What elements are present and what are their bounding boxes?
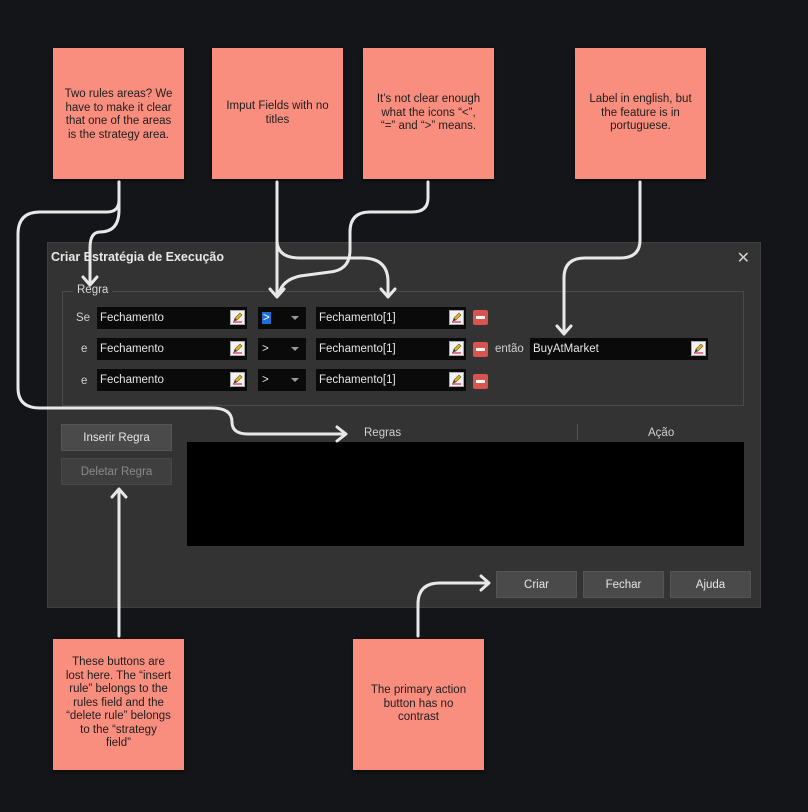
row-prefix: Se <box>76 312 91 324</box>
insert-rule-button[interactable]: Inserir Regra <box>61 424 172 451</box>
sticky-note-icons-unclear: It’s not clear enough what the icons “<”… <box>363 48 494 179</box>
edit-pencil-icon[interactable] <box>230 372 245 387</box>
right-operand-value: Fechamento[1] <box>319 312 396 324</box>
rule-group-label: Regra <box>73 284 113 296</box>
remove-rule-icon[interactable] <box>473 374 488 389</box>
note-line: button has no <box>383 697 454 710</box>
sticky-note-primary-contrast: The primary action button has no contras… <box>353 639 484 770</box>
right-operand-value: Fechamento[1] <box>319 374 396 386</box>
remove-rule-icon[interactable] <box>473 342 488 357</box>
edit-pencil-icon[interactable] <box>230 310 245 325</box>
right-operand-value: Fechamento[1] <box>319 343 396 355</box>
note-line: rules field and the <box>73 696 164 709</box>
left-operand-value: Fechamento <box>100 312 164 324</box>
rules-column-header[interactable]: Regras <box>364 427 402 439</box>
note-line: Imput Fields with no <box>226 100 329 112</box>
edit-pencil-icon[interactable] <box>230 341 245 356</box>
right-operand-field[interactable]: Fechamento[1] <box>316 338 466 360</box>
edit-pencil-icon[interactable] <box>691 341 706 356</box>
then-label: então <box>495 343 524 355</box>
note-line: “=” and “>” means. <box>380 120 477 132</box>
help-button[interactable]: Ajuda <box>670 571 751 598</box>
create-button[interactable]: Criar <box>496 571 577 598</box>
note-line: rule” belongs to the <box>69 683 168 695</box>
right-operand-field[interactable]: Fechamento[1] <box>316 369 466 391</box>
note-line: titles <box>265 113 290 126</box>
left-operand-value: Fechamento <box>100 343 164 355</box>
column-divider <box>577 424 578 440</box>
operator-value: > <box>262 343 269 355</box>
close-button[interactable]: Fechar <box>583 571 664 598</box>
sticky-note-two-rules-areas: Two rules areas? We have to make it clea… <box>53 48 184 179</box>
edit-pencil-icon[interactable] <box>449 341 464 356</box>
note-line: Label in english, but <box>589 93 692 105</box>
note-line: what the icons “<”, <box>381 106 476 119</box>
row-prefix: e <box>81 343 88 355</box>
operator-value: > <box>262 374 269 386</box>
chevron-down-icon <box>291 347 299 351</box>
note-line: “delete rule” belongs <box>66 710 171 722</box>
note-line: field” <box>106 737 131 749</box>
strategy-dialog: Criar Estratégia de Execução ✕ Regra Se … <box>47 242 761 608</box>
left-operand-value: Fechamento <box>100 374 164 386</box>
note-line: Two rules areas? We <box>64 88 173 100</box>
operator-select[interactable]: > <box>258 338 306 360</box>
chevron-down-icon <box>291 316 299 320</box>
dialog-title: Criar Estratégia de Execução <box>51 250 224 264</box>
note-line: is the strategy area. <box>68 128 169 141</box>
remove-rule-icon[interactable] <box>473 310 488 325</box>
operator-select[interactable]: > <box>258 369 306 391</box>
left-operand-field[interactable]: Fechamento <box>97 338 247 360</box>
sticky-note-label-english: Label in english, but the feature is in … <box>575 48 706 179</box>
note-line: contrast <box>398 711 439 723</box>
action-field[interactable]: BuyAtMarket <box>530 338 708 360</box>
left-operand-field[interactable]: Fechamento <box>97 369 247 391</box>
note-line: These buttons are <box>72 656 165 668</box>
action-value: BuyAtMarket <box>533 343 599 355</box>
delete-rule-button[interactable]: Deletar Regra <box>61 458 172 485</box>
rules-list[interactable] <box>187 442 744 546</box>
sticky-note-imput-fields: Imput Fields with no titles <box>212 48 343 179</box>
chevron-down-icon <box>291 378 299 382</box>
action-column-header[interactable]: Ação <box>648 427 675 439</box>
operator-value: > <box>262 312 271 324</box>
edit-pencil-icon[interactable] <box>449 372 464 387</box>
row-prefix: e <box>81 375 88 387</box>
note-line: that one of the areas <box>65 115 172 127</box>
close-icon[interactable]: ✕ <box>736 250 750 267</box>
left-operand-field[interactable]: Fechamento <box>97 307 247 329</box>
right-operand-field[interactable]: Fechamento[1] <box>316 307 466 329</box>
note-line: lost here. The “insert <box>65 669 172 682</box>
note-line: portuguese. <box>610 120 671 132</box>
sticky-note-buttons-lost: These buttons are lost here. The “insert… <box>53 639 184 770</box>
operator-select[interactable]: > <box>258 307 306 329</box>
note-line: the feature is in <box>601 106 680 119</box>
note-line: to the “strategy <box>80 723 157 736</box>
note-line: It’s not clear enough <box>376 93 481 105</box>
note-line: have to make it clear <box>65 101 172 114</box>
note-line: The primary action <box>370 684 467 696</box>
edit-pencil-icon[interactable] <box>449 310 464 325</box>
